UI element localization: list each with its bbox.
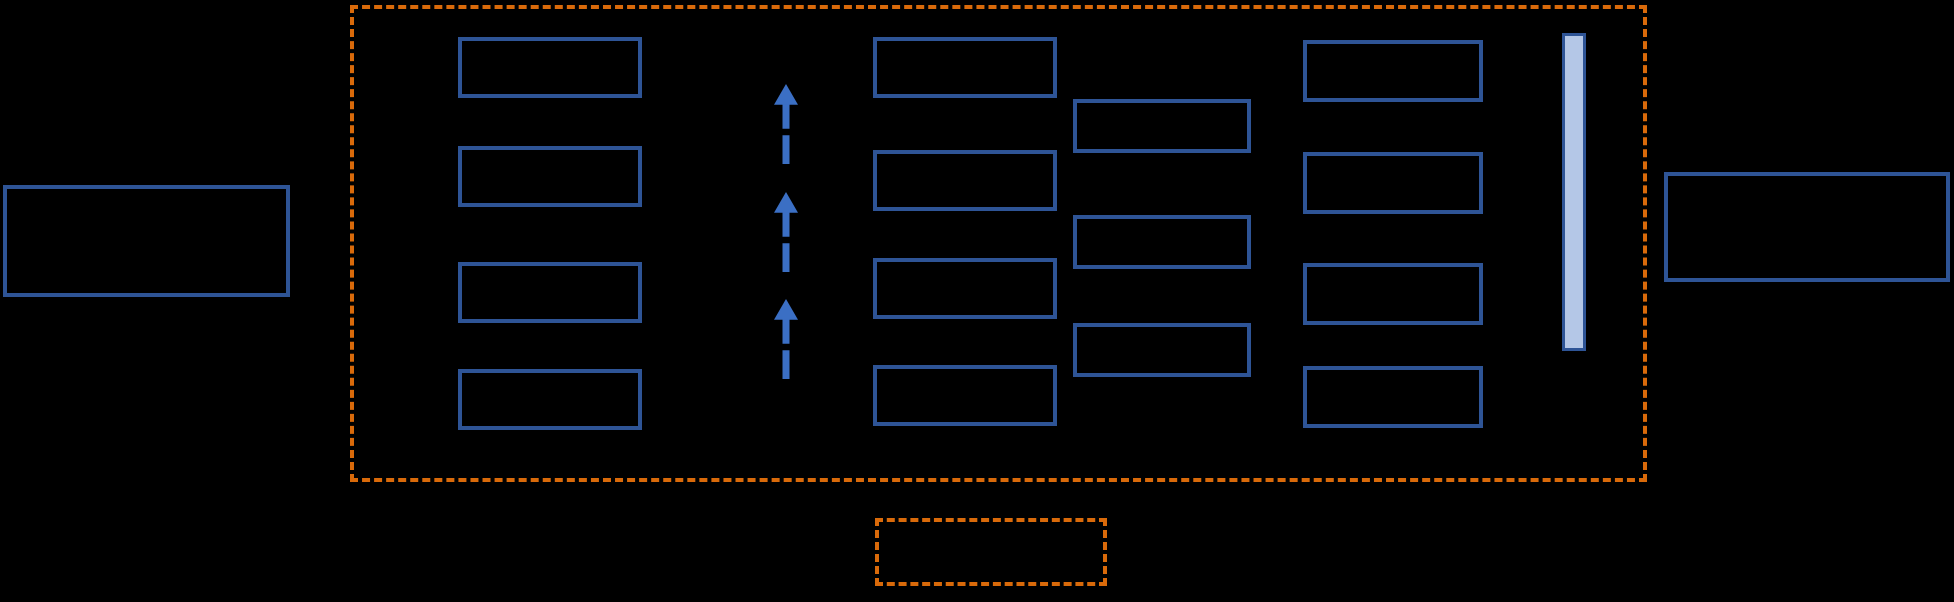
- group-footer-boundary[interactable]: [875, 518, 1107, 586]
- vertical-progress-bar[interactable]: [1562, 33, 1586, 351]
- node-col2-2[interactable]: [873, 150, 1057, 211]
- group-main-boundary[interactable]: [350, 5, 1647, 482]
- node-col1-2[interactable]: [458, 146, 642, 207]
- node-col3-2[interactable]: [1073, 215, 1251, 269]
- node-right-external[interactable]: [1664, 172, 1950, 282]
- node-left-external[interactable]: [3, 185, 290, 297]
- node-col4-4[interactable]: [1303, 366, 1483, 428]
- node-col3-1[interactable]: [1073, 99, 1251, 153]
- node-col4-3[interactable]: [1303, 263, 1483, 325]
- node-col2-3[interactable]: [873, 258, 1057, 319]
- node-col1-3[interactable]: [458, 262, 642, 323]
- node-col3-3[interactable]: [1073, 323, 1251, 377]
- node-col2-1[interactable]: [873, 37, 1057, 98]
- node-col2-4[interactable]: [873, 365, 1057, 426]
- node-col4-2[interactable]: [1303, 152, 1483, 214]
- node-col4-1[interactable]: [1303, 40, 1483, 102]
- node-col1-4[interactable]: [458, 369, 642, 430]
- node-col1-1[interactable]: [458, 37, 642, 98]
